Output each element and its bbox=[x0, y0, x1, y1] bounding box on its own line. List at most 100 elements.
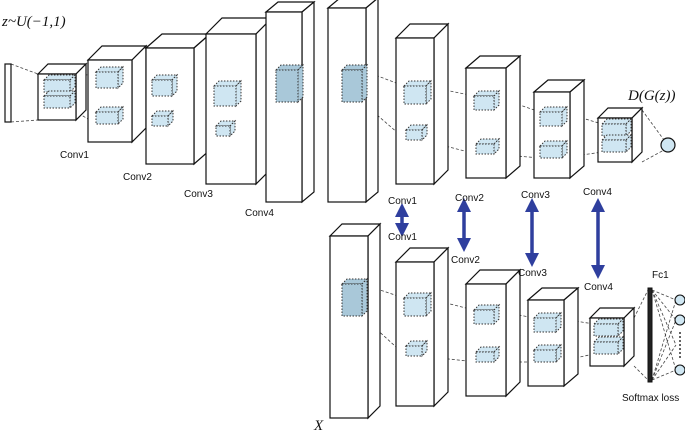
disc-top-input-map-side-face bbox=[365, 0, 379, 204]
generator-conv4-block-front-face bbox=[205, 33, 257, 185]
disc-bottom-input-map-side-face bbox=[367, 222, 381, 420]
disc-bottom-conv2-block-front-face bbox=[465, 283, 507, 397]
dt0-patch bbox=[340, 63, 369, 104]
disc-bottom-conv3-block-front-face bbox=[527, 299, 565, 387]
db1-patch-a bbox=[402, 291, 433, 318]
disc-bottom-conv3-block bbox=[526, 286, 580, 388]
generator-conv1-block-side-face bbox=[75, 62, 87, 122]
disc-top-conv4-label: Conv4 bbox=[583, 187, 612, 198]
disc-bottom-conv3-label: Conv3 bbox=[518, 268, 547, 279]
db2-patch-b bbox=[474, 345, 501, 364]
dashed-connector bbox=[633, 365, 649, 381]
generator-conv3-label: Conv3 bbox=[184, 189, 213, 200]
db2-patch-a bbox=[472, 303, 501, 326]
disc-top-conv2-block bbox=[464, 54, 522, 180]
disc-top-conv1-block-side-face bbox=[433, 22, 449, 186]
dashed-connector bbox=[651, 289, 677, 321]
db1-patch-b bbox=[404, 339, 429, 358]
disc-bottom-conv4-block-side-face bbox=[623, 306, 635, 368]
generator-conv1-label: Conv1 bbox=[60, 150, 89, 161]
dashed-connector bbox=[493, 95, 541, 113]
disc-top-conv2-block-side-face bbox=[505, 54, 521, 180]
dashed-connector bbox=[10, 119, 39, 123]
disc-top-conv3-label: Conv3 bbox=[521, 190, 550, 201]
disc-bottom-conv1-block-side-face bbox=[433, 246, 449, 408]
g1-patch-b bbox=[42, 89, 77, 110]
g3-patch-a bbox=[150, 73, 179, 98]
dashed-connector bbox=[651, 299, 677, 381]
discriminator-output-node bbox=[660, 137, 676, 153]
output-nodes bbox=[660, 137, 685, 376]
disc-bottom-conv2-block bbox=[464, 268, 522, 398]
dashed-connector bbox=[651, 289, 677, 371]
db3-patch-a bbox=[532, 311, 563, 334]
disc-bottom-conv2-label: Conv2 bbox=[451, 255, 480, 266]
g4-patch-b bbox=[214, 119, 237, 138]
g3-patch-b bbox=[150, 109, 175, 128]
noise-input-label: z~U(−1,1) bbox=[2, 14, 66, 30]
generator-output-map-front-face bbox=[265, 11, 303, 203]
generator-output-map-side-face bbox=[301, 0, 315, 204]
fc1-label: Fc1 bbox=[652, 270, 669, 281]
db0-patch bbox=[340, 277, 369, 318]
g4-patch-a bbox=[212, 79, 243, 108]
g1-patch-a bbox=[42, 73, 77, 94]
dashed-connector bbox=[641, 149, 665, 163]
dashed-connector bbox=[10, 63, 39, 75]
softmax-node bbox=[674, 364, 685, 376]
dt4-patch-b bbox=[600, 133, 633, 154]
generator-conv3-block-front-face bbox=[145, 47, 195, 165]
dt2-patch-b bbox=[474, 137, 501, 156]
disc-top-conv3-block-side-face bbox=[569, 78, 585, 180]
dt4-patch-a bbox=[600, 117, 633, 138]
generator-output-map bbox=[264, 0, 316, 204]
db4-patch-a bbox=[592, 317, 625, 338]
noise-vector bbox=[4, 63, 12, 123]
disc-top-conv1-block-front-face bbox=[395, 37, 435, 185]
generator-conv2-block-side-face bbox=[131, 44, 147, 144]
disc-top-conv1-block bbox=[394, 22, 450, 186]
disc-bottom-conv2-block-side-face bbox=[505, 268, 521, 398]
disc-bottom-conv3-block-side-face bbox=[563, 286, 579, 388]
layer-blocks bbox=[4, 0, 653, 420]
softmax-loss-label: Softmax loss bbox=[622, 393, 680, 404]
disc-top-conv3-block bbox=[532, 78, 586, 180]
db3-patch-b bbox=[532, 343, 563, 364]
dt3-patch-b bbox=[538, 139, 569, 160]
dashed-connector bbox=[651, 289, 677, 346]
dashed-connector bbox=[651, 289, 677, 301]
g5-patch bbox=[274, 63, 305, 104]
dt1-patch-b bbox=[404, 123, 429, 142]
g2-patch-a bbox=[94, 65, 125, 90]
db4-patch-b bbox=[592, 335, 625, 356]
dashed-connector bbox=[633, 289, 649, 319]
disc-bottom-input-map bbox=[328, 222, 382, 420]
dt2-patch-a bbox=[472, 89, 501, 112]
dt1-patch-a bbox=[402, 79, 433, 106]
generator-conv2-label: Conv2 bbox=[123, 172, 152, 183]
disc-bottom-conv1-block-front-face bbox=[395, 261, 435, 407]
dashed-connector bbox=[651, 369, 677, 381]
disc-top-conv2-label: Conv2 bbox=[455, 193, 484, 204]
dashed-connector bbox=[641, 109, 665, 141]
g2-patch-b bbox=[94, 105, 125, 126]
disc-top-conv3-block-front-face bbox=[533, 91, 571, 179]
disc-top-conv4-block-side-face bbox=[631, 106, 643, 164]
dt3-patch-a bbox=[538, 105, 569, 128]
disc-bottom-conv1-label: Conv1 bbox=[388, 232, 417, 243]
generator-conv4-label: Conv4 bbox=[245, 208, 274, 219]
disc-bottom-conv4-label: Conv4 bbox=[584, 282, 613, 293]
generator-conv2-block bbox=[86, 44, 148, 144]
output-probability-label: D(G(z)) bbox=[628, 88, 676, 104]
dashed-connector bbox=[651, 344, 677, 381]
generator-conv3-block bbox=[144, 32, 212, 166]
softmax-node bbox=[674, 294, 685, 306]
disc-top-input-map bbox=[326, 0, 379, 204]
shared-weight-arrows bbox=[395, 198, 605, 279]
dashed-connector bbox=[651, 319, 677, 381]
disc-top-conv1-label: Conv1 bbox=[388, 196, 417, 207]
softmax-node bbox=[674, 314, 685, 326]
real-input-label: X bbox=[314, 418, 324, 434]
disc-top-conv2-block-front-face bbox=[465, 67, 507, 179]
